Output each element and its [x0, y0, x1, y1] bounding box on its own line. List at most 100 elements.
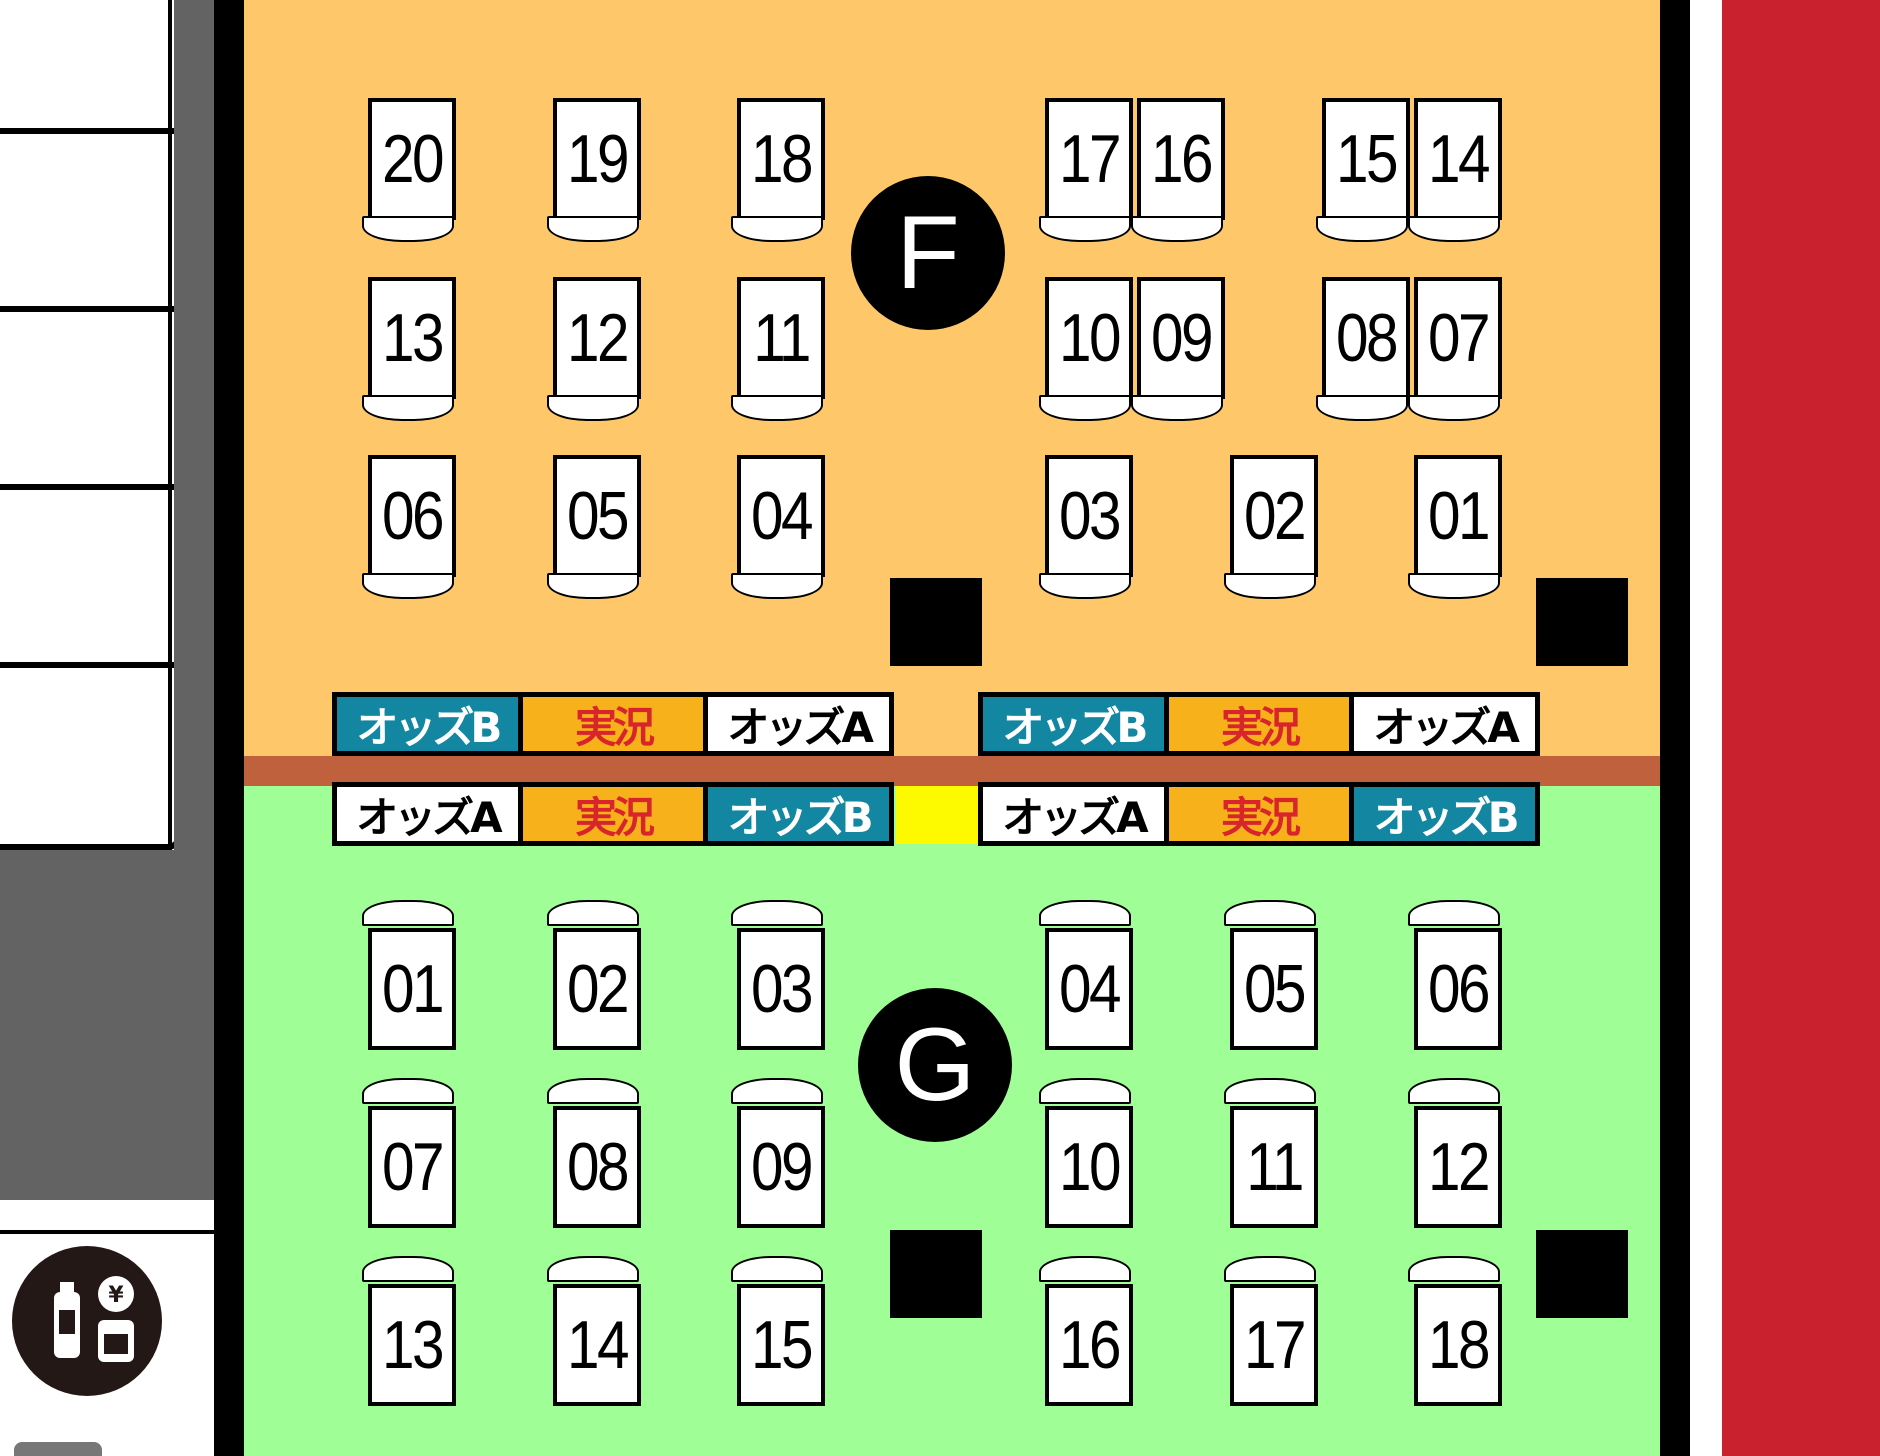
seat-f-05[interactable]: 05: [547, 455, 647, 605]
monitor-odds-b[interactable]: オッズB: [1354, 787, 1536, 842]
monitor-odds-a[interactable]: オッズA: [1354, 697, 1536, 752]
seat-g-04[interactable]: 04: [1039, 900, 1139, 1050]
locker-divider-line: [0, 484, 182, 490]
seat-number: 18: [751, 121, 813, 197]
seat-g-02[interactable]: 02: [547, 900, 647, 1050]
seat-cushion: [362, 216, 454, 242]
seat-f-16[interactable]: 16: [1131, 98, 1231, 248]
monitor-live[interactable]: 実況: [1168, 697, 1350, 752]
seat-f-02[interactable]: 02: [1224, 455, 1324, 605]
seat-f-10[interactable]: 10: [1039, 277, 1139, 427]
seat-cushion: [547, 1078, 639, 1104]
seat-number: 15: [751, 1307, 813, 1383]
seat-f-07[interactable]: 07: [1408, 277, 1508, 427]
pillar: [890, 578, 982, 666]
seat-g-03[interactable]: 03: [731, 900, 831, 1050]
seat-number: 17: [1244, 1307, 1306, 1383]
monitor-odds-b[interactable]: オッズB: [708, 787, 890, 842]
seat-g-13[interactable]: 13: [362, 1256, 462, 1406]
seat-cushion: [1408, 900, 1500, 926]
seat-f-04[interactable]: 04: [731, 455, 831, 605]
seat-number: 16: [1151, 121, 1213, 197]
seat-cushion: [1224, 1256, 1316, 1282]
left-wall: [214, 0, 244, 1456]
seat-number: 03: [751, 951, 813, 1027]
seat-f-13[interactable]: 13: [362, 277, 462, 427]
seat-f-15[interactable]: 15: [1316, 98, 1416, 248]
seat-g-07[interactable]: 07: [362, 1078, 462, 1228]
seat-cushion: [1039, 216, 1131, 242]
seat-f-06[interactable]: 06: [362, 455, 462, 605]
seat-f-08[interactable]: 08: [1316, 277, 1416, 427]
seat-f-18[interactable]: 18: [731, 98, 831, 248]
monitor-row-g-left: オッズA 実況 オッズB: [332, 782, 894, 846]
seat-g-01[interactable]: 01: [362, 900, 462, 1050]
vending-area-frame: [0, 1230, 214, 1234]
seat-f-17[interactable]: 17: [1039, 98, 1139, 248]
seat-f-12[interactable]: 12: [547, 277, 647, 427]
seat-g-14[interactable]: 14: [547, 1256, 647, 1406]
monitor-odds-a[interactable]: オッズA: [983, 787, 1164, 842]
seat-g-05[interactable]: 05: [1224, 900, 1324, 1050]
seat-f-01[interactable]: 01: [1408, 455, 1508, 605]
seat-g-17[interactable]: 17: [1224, 1256, 1324, 1406]
seat-cushion: [1408, 216, 1500, 242]
monitor-live[interactable]: 実況: [1168, 787, 1350, 842]
seat-cushion: [1408, 1078, 1500, 1104]
seat-number: 16: [1059, 1307, 1121, 1383]
seat-f-09[interactable]: 09: [1131, 277, 1231, 427]
seat-cushion: [1039, 573, 1131, 599]
seat-number: 01: [382, 951, 444, 1027]
monitor-live[interactable]: 実況: [522, 787, 704, 842]
seat-number: 07: [382, 1129, 444, 1205]
seat-cushion: [547, 900, 639, 926]
seat-g-18[interactable]: 18: [1408, 1256, 1508, 1406]
seat-f-20[interactable]: 20: [362, 98, 462, 248]
seat-number: 03: [1059, 478, 1121, 554]
seat-cushion: [1224, 1078, 1316, 1104]
seat-cushion: [1131, 395, 1223, 421]
monitor-row-g-right: オッズA 実況 オッズB: [978, 782, 1540, 846]
seat-f-19[interactable]: 19: [547, 98, 647, 248]
seat-f-14[interactable]: 14: [1408, 98, 1508, 248]
seat-number: 08: [567, 1129, 629, 1205]
seat-number: 09: [1151, 300, 1213, 376]
locker-divider-line: [0, 662, 182, 668]
monitor-odds-b[interactable]: オッズB: [983, 697, 1164, 752]
seat-cushion: [1316, 216, 1408, 242]
seat-g-10[interactable]: 10: [1039, 1078, 1139, 1228]
seat-cushion: [731, 900, 823, 926]
seat-cushion: [547, 573, 639, 599]
monitor-odds-b[interactable]: オッズB: [337, 697, 518, 752]
monitor-odds-a[interactable]: オッズA: [708, 697, 890, 752]
seat-g-06[interactable]: 06: [1408, 900, 1508, 1050]
seat-number: 06: [382, 478, 444, 554]
seat-g-08[interactable]: 08: [547, 1078, 647, 1228]
monitor-row-f-right: オッズB 実況 オッズA: [978, 692, 1540, 756]
seat-cushion: [547, 1256, 639, 1282]
seat-cushion: [1224, 900, 1316, 926]
seat-number: 06: [1428, 951, 1490, 1027]
svg-text:¥: ¥: [108, 1283, 124, 1308]
monitor-live[interactable]: 実況: [522, 697, 704, 752]
pillar: [890, 1230, 982, 1318]
seat-cushion: [731, 395, 823, 421]
seat-g-16[interactable]: 16: [1039, 1256, 1139, 1406]
seat-cushion: [1131, 216, 1223, 242]
seat-f-11[interactable]: 11: [731, 277, 831, 427]
seat-cushion: [1039, 395, 1131, 421]
seat-number: 11: [753, 300, 811, 376]
locker-divider-line: [0, 306, 182, 312]
seat-g-09[interactable]: 09: [731, 1078, 831, 1228]
seat-g-11[interactable]: 11: [1224, 1078, 1324, 1228]
seat-cushion: [1408, 573, 1500, 599]
seat-g-15[interactable]: 15: [731, 1256, 831, 1406]
monitor-row-f-left: オッズB 実況 オッズA: [332, 692, 894, 756]
seat-g-12[interactable]: 12: [1408, 1078, 1508, 1228]
vending-machine-icon[interactable]: ¥: [12, 1246, 162, 1396]
seat-number: 14: [1428, 121, 1490, 197]
locker-divider-line: [0, 128, 182, 134]
monitor-odds-a[interactable]: オッズA: [337, 787, 518, 842]
seat-number: 09: [751, 1129, 813, 1205]
seat-f-03[interactable]: 03: [1039, 455, 1139, 605]
